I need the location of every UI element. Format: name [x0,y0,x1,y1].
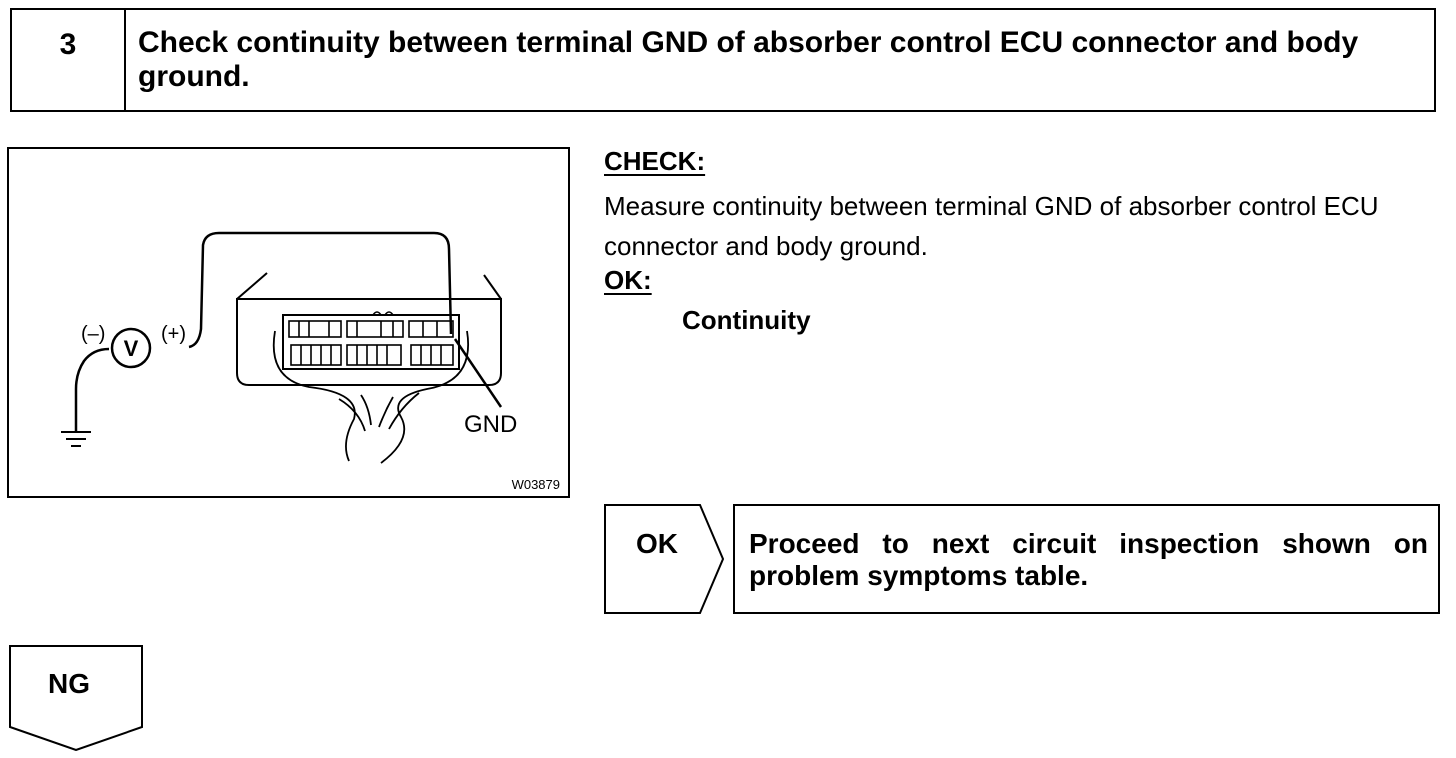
ng-arrow-tag [9,645,143,751]
step-number: 3 [12,10,126,110]
voltmeter-icon [110,327,152,369]
figure-code: W03879 [512,477,560,492]
ok-heading: OK: [604,265,652,295]
check-heading: CHECK: [604,146,706,176]
meter-lead-wires [74,231,453,431]
ok-tag-label: OK [636,528,678,559]
ng-tag-label: NG [48,668,90,699]
voltmeter-label: V [124,336,139,361]
step-header: 3 Check continuity between terminal GND … [10,8,1436,112]
ok-criterion: Continuity [682,305,811,335]
gnd-pointer-line [453,338,503,408]
wiring-illustration: (–) V (+) GND W03879 [7,147,570,498]
ground-symbol [61,431,91,447]
check-instruction: Measure continuity between terminal GND … [604,191,1379,261]
ok-arrow-tag [604,504,724,614]
ecu-housing [236,272,502,386]
step-title: Check continuity between terminal GND of… [138,26,1359,93]
positive-lead-label: (+) [161,323,186,345]
ecu-continuity-diagram: (–) V (+) GND W03879 [61,231,560,492]
wire-harness [272,330,469,464]
gnd-terminal-label: GND [464,411,517,438]
ecu-connector [288,311,454,366]
ok-result-box: Proceed to next circuit inspection shown… [733,504,1440,614]
negative-lead-label: (–) [81,323,105,345]
